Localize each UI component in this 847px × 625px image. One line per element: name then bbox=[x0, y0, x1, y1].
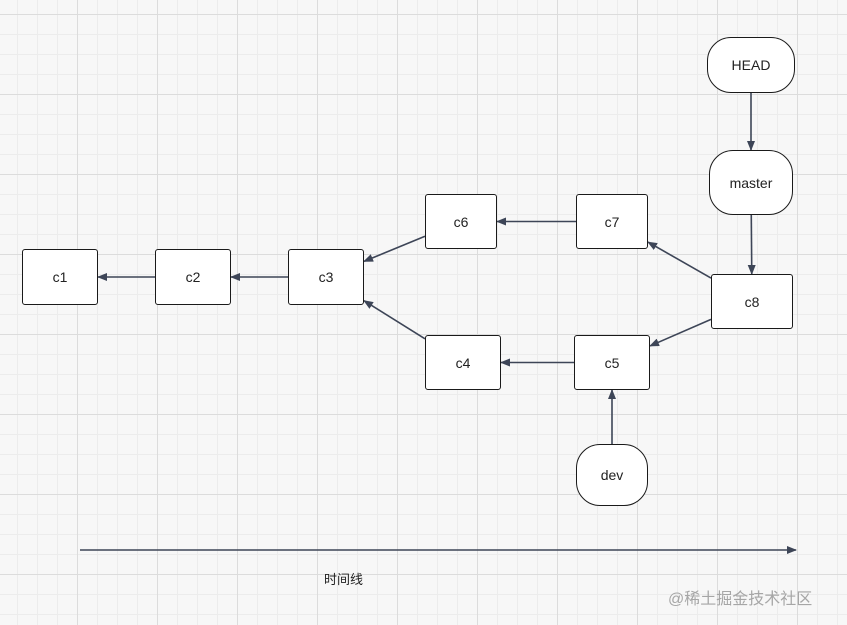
edge-c8-to-c7 bbox=[647, 241, 712, 279]
commit-label-c2: c2 bbox=[185, 269, 201, 285]
branch-label-master: master bbox=[729, 174, 773, 191]
commit-label-c4: c4 bbox=[455, 354, 471, 371]
edge-c4-to-c3 bbox=[363, 300, 426, 340]
commit-label-c5: c5 bbox=[604, 354, 620, 371]
commit-label-c3: c3 bbox=[318, 269, 334, 285]
commit-node-c7[interactable]: c7 bbox=[576, 194, 648, 249]
commit-label-c6: c6 bbox=[453, 213, 469, 230]
commit-node-c5[interactable]: c5 bbox=[574, 335, 650, 390]
head-pointer-node[interactable]: HEAD bbox=[707, 37, 795, 93]
edge-c6-to-c3 bbox=[363, 235, 426, 263]
edges-layer bbox=[97, 93, 756, 444]
timeline-label: 时间线 bbox=[324, 572, 364, 587]
edge-c8-to-c5 bbox=[649, 318, 712, 347]
branch-node-master[interactable]: master bbox=[709, 150, 793, 215]
commit-label-c1: c1 bbox=[52, 269, 68, 285]
commit-node-c8[interactable]: c8 bbox=[711, 274, 793, 329]
commit-node-c1[interactable]: c1 bbox=[22, 249, 98, 305]
branch-label-dev: dev bbox=[600, 467, 624, 483]
commit-node-c3[interactable]: c3 bbox=[288, 249, 364, 305]
branch-node-dev[interactable]: dev bbox=[576, 444, 648, 506]
commit-label-c8: c8 bbox=[744, 293, 760, 310]
commit-node-c4[interactable]: c4 bbox=[425, 335, 501, 390]
commit-node-c6[interactable]: c6 bbox=[425, 194, 497, 249]
head-pointer-label: HEAD bbox=[731, 57, 771, 73]
watermark-text: @稀土掘金技术社区 bbox=[668, 591, 813, 608]
commit-node-c2[interactable]: c2 bbox=[155, 249, 231, 305]
commit-label-c7: c7 bbox=[604, 213, 620, 230]
